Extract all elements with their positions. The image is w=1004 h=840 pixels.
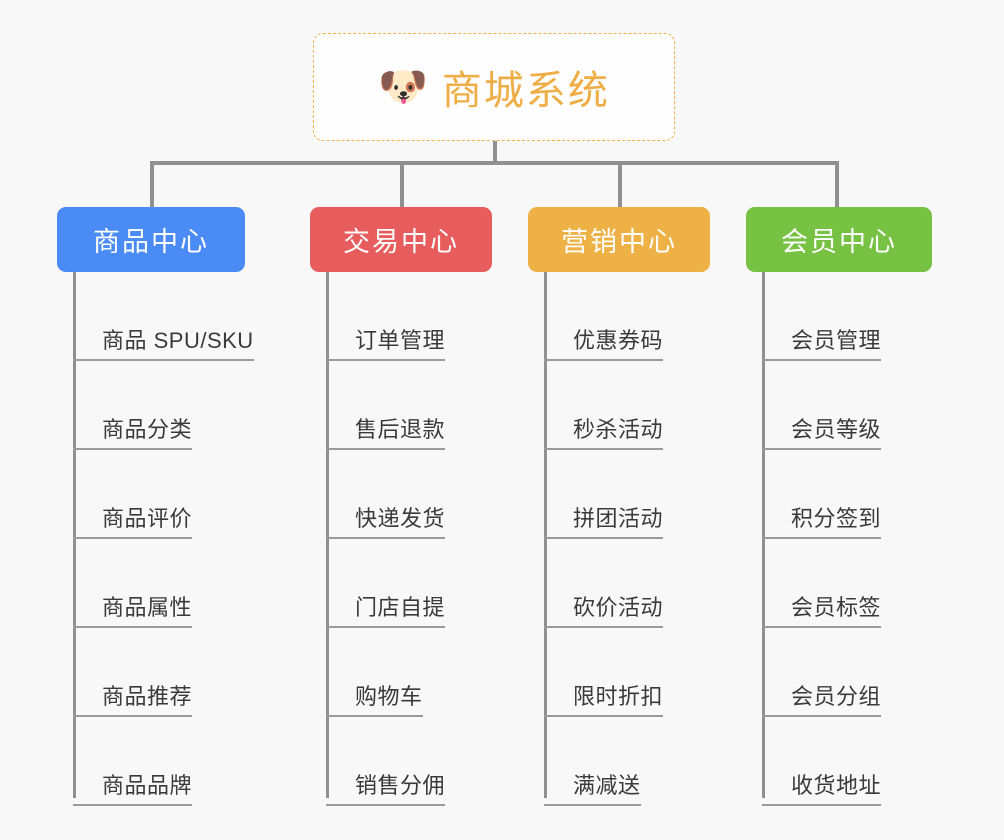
leaf-item[interactable]: 销售分佣 (326, 717, 492, 806)
leaf-item[interactable]: 砍价活动 (544, 539, 710, 628)
leaf-label: 售后退款 (355, 417, 446, 442)
connector-root-stem (493, 141, 497, 165)
connector-horizontal-bar (150, 161, 839, 165)
branch-marketing-center: 营销中心 优惠券码 秒杀活动 拼团活动 砍价活动 限时折扣 (528, 207, 710, 806)
leaf-item[interactable]: 满减送 (544, 717, 710, 806)
leaf-list-product-center: 商品 SPU/SKU 商品分类 商品评价 商品属性 商品推荐 商品品牌 (73, 272, 254, 806)
leaf-label: 满减送 (573, 773, 641, 798)
leaf-item[interactable]: 优惠券码 (544, 272, 710, 361)
leaf-label: 会员等级 (791, 417, 882, 442)
branch-product-center: 商品中心 商品 SPU/SKU 商品分类 商品评价 商品属性 商品推荐 (57, 207, 254, 806)
leaf-label: 砍价活动 (573, 595, 664, 620)
branch-header-product-center[interactable]: 商品中心 (57, 207, 245, 272)
leaf-trunk (326, 272, 329, 798)
leaf-item[interactable]: 订单管理 (326, 272, 492, 361)
leaf-label: 优惠券码 (573, 328, 664, 353)
leaf-underline (762, 359, 881, 361)
leaf-item[interactable]: 快递发货 (326, 450, 492, 539)
leaf-item[interactable]: 商品 SPU/SKU (73, 272, 254, 361)
leaf-label: 会员管理 (791, 328, 882, 353)
leaf-underline (326, 537, 445, 539)
leaf-underline (326, 804, 445, 806)
leaf-underline (762, 537, 881, 539)
leaf-underline (326, 626, 445, 628)
leaf-label: 商品推荐 (102, 684, 193, 709)
leaf-underline (762, 448, 881, 450)
leaf-list-member-center: 会员管理 会员等级 积分签到 会员标签 会员分组 收货地址 (762, 272, 932, 806)
leaf-underline (73, 626, 192, 628)
leaf-label: 门店自提 (355, 595, 446, 620)
leaf-underline (73, 715, 192, 717)
leaf-underline (73, 537, 192, 539)
leaf-item[interactable]: 积分签到 (762, 450, 932, 539)
branch-trade-center: 交易中心 订单管理 售后退款 快递发货 门店自提 购物车 (310, 207, 492, 806)
leaf-item[interactable]: 会员管理 (762, 272, 932, 361)
leaf-label: 收货地址 (791, 773, 882, 798)
leaf-label: 购物车 (355, 684, 423, 709)
leaf-label: 商品属性 (102, 595, 193, 620)
root-title: 商城系统 (441, 69, 610, 113)
leaf-underline (326, 448, 445, 450)
leaf-label: 会员标签 (791, 595, 882, 620)
leaf-label: 商品 SPU/SKU (102, 328, 254, 353)
leaf-item[interactable]: 商品分类 (73, 361, 254, 450)
leaf-underline (544, 537, 663, 539)
leaf-list-marketing-center: 优惠券码 秒杀活动 拼团活动 砍价活动 限时折扣 满减送 (544, 272, 710, 806)
leaf-underline (73, 359, 254, 361)
leaf-label: 秒杀活动 (573, 417, 664, 442)
leaf-trunk (544, 272, 547, 798)
branch-header-marketing-center[interactable]: 营销中心 (528, 207, 710, 272)
leaf-label: 订单管理 (355, 328, 446, 353)
leaf-label: 销售分佣 (355, 773, 446, 798)
branch-header-trade-center[interactable]: 交易中心 (310, 207, 492, 272)
leaf-item[interactable]: 会员分组 (762, 628, 932, 717)
leaf-underline (762, 715, 881, 717)
leaf-item[interactable]: 拼团活动 (544, 450, 710, 539)
leaf-item[interactable]: 商品属性 (73, 539, 254, 628)
leaf-item[interactable]: 购物车 (326, 628, 492, 717)
leaf-label: 商品品牌 (102, 773, 193, 798)
leaf-underline (544, 448, 663, 450)
leaf-underline (73, 448, 192, 450)
branch-header-member-center[interactable]: 会员中心 (746, 207, 932, 272)
leaf-label: 商品分类 (102, 417, 193, 442)
leaf-label: 商品评价 (102, 506, 193, 531)
leaf-trunk (762, 272, 765, 798)
leaf-item[interactable]: 售后退款 (326, 361, 492, 450)
leaf-item[interactable]: 会员标签 (762, 539, 932, 628)
leaf-underline (73, 804, 192, 806)
leaf-item[interactable]: 收货地址 (762, 717, 932, 806)
leaf-list-trade-center: 订单管理 售后退款 快递发货 门店自提 购物车 销售分佣 (326, 272, 492, 806)
leaf-item[interactable]: 商品品牌 (73, 717, 254, 806)
leaf-item[interactable]: 秒杀活动 (544, 361, 710, 450)
connector-drop-2 (400, 161, 404, 209)
dog-face-icon: 🐶 (378, 64, 428, 110)
leaf-underline (544, 804, 641, 806)
leaf-underline (326, 715, 423, 717)
leaf-underline (544, 626, 663, 628)
leaf-item[interactable]: 门店自提 (326, 539, 492, 628)
leaf-item[interactable]: 商品推荐 (73, 628, 254, 717)
leaf-label: 快递发货 (355, 506, 446, 531)
leaf-underline (762, 804, 881, 806)
leaf-underline (544, 715, 663, 717)
leaf-label: 拼团活动 (573, 506, 664, 531)
leaf-item[interactable]: 限时折扣 (544, 628, 710, 717)
leaf-item[interactable]: 会员等级 (762, 361, 932, 450)
leaf-trunk (73, 272, 76, 798)
connector-drop-3 (618, 161, 622, 209)
connector-drop-4 (835, 161, 839, 209)
leaf-underline (544, 359, 663, 361)
leaf-underline (326, 359, 445, 361)
leaf-label: 积分签到 (791, 506, 882, 531)
leaf-underline (762, 626, 881, 628)
leaf-label: 限时折扣 (573, 684, 664, 709)
branch-member-center: 会员中心 会员管理 会员等级 积分签到 会员标签 会员分组 (746, 207, 932, 806)
leaf-item[interactable]: 商品评价 (73, 450, 254, 539)
root-node[interactable]: 🐶 商城系统 (313, 33, 675, 141)
connector-drop-1 (150, 161, 154, 209)
leaf-label: 会员分组 (791, 684, 882, 709)
